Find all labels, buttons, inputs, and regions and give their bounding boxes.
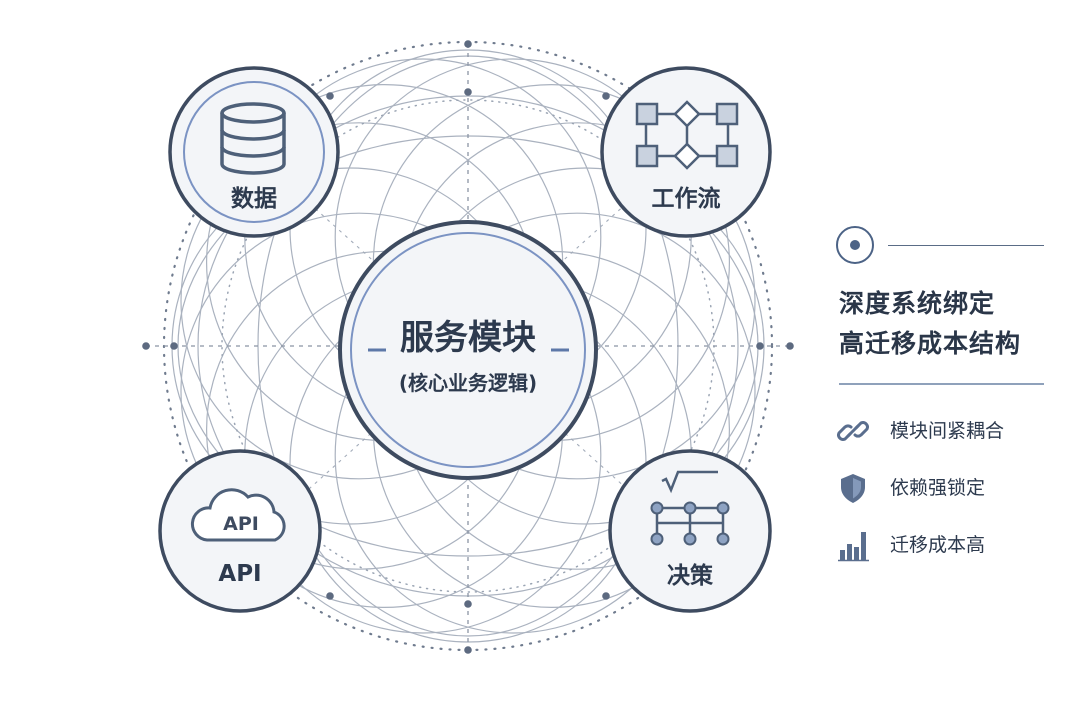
data-node-label: 数据 — [231, 186, 277, 212]
feature-item-coupling: 模块间紧耦合 — [836, 414, 1048, 448]
link-icon — [837, 421, 869, 441]
diagonal-dashed-2 — [249, 149, 687, 543]
bar-chart-icon — [838, 532, 869, 562]
cloud-api-text: API — [223, 513, 259, 535]
axis-dot — [464, 88, 472, 96]
feature-label-lockin: 依赖强锁定 — [890, 477, 986, 499]
panel-title: 深度系统绑定 高迁移成本结构 — [839, 284, 1051, 364]
axis-dot — [602, 592, 610, 600]
axis-dot — [142, 342, 150, 350]
api-node[interactable]: API API — [158, 449, 322, 613]
axis-dot — [756, 342, 764, 350]
diagonal-dashed-1 — [249, 149, 687, 543]
target-marker-icon — [836, 226, 874, 264]
axis-dot — [170, 342, 178, 350]
center-node[interactable]: 服务模块 (核心业务逻辑) — [338, 220, 598, 480]
decision-node-label: 决策 — [667, 562, 714, 589]
api-node-label: API — [218, 561, 261, 587]
workflow-icon — [635, 100, 739, 170]
axis-dot — [326, 92, 334, 100]
axis-dot — [464, 600, 472, 608]
data-node[interactable]: 数据 — [168, 66, 340, 238]
shield-icon — [841, 474, 865, 503]
panel-top-rule — [888, 245, 1044, 246]
decision-tree-icon — [650, 470, 730, 546]
database-icon — [220, 102, 286, 175]
axis-dot — [786, 342, 794, 350]
feature-label-coupling: 模块间紧耦合 — [890, 420, 1005, 442]
summary-panel: 深度系统绑定 高迁移成本结构 模块间紧耦合 依赖强锁定 — [836, 226, 1048, 586]
axis-dot — [602, 92, 610, 100]
axis-dot — [464, 646, 472, 654]
axis-dot — [326, 592, 334, 600]
axis-dots — [142, 40, 794, 654]
decision-node[interactable]: 决策 — [608, 449, 772, 613]
feature-label-migration-cost: 迁移成本高 — [890, 534, 986, 556]
panel-title-line2: 高迁移成本结构 — [839, 329, 1022, 358]
center-title: 服务模块 — [400, 318, 536, 358]
panel-title-line1: 深度系统绑定 — [839, 289, 996, 318]
feature-item-migration-cost: 迁移成本高 — [836, 528, 1048, 562]
axis-dot — [464, 40, 472, 48]
workflow-node[interactable]: 工作流 — [600, 66, 772, 238]
center-subtitle: (核心业务逻辑) — [399, 371, 537, 395]
marker-dot — [850, 240, 860, 250]
panel-divider — [839, 383, 1044, 385]
feature-item-lockin: 依赖强锁定 — [836, 471, 1048, 505]
workflow-node-label: 工作流 — [652, 185, 721, 212]
cloud-api-icon: API — [191, 488, 286, 542]
